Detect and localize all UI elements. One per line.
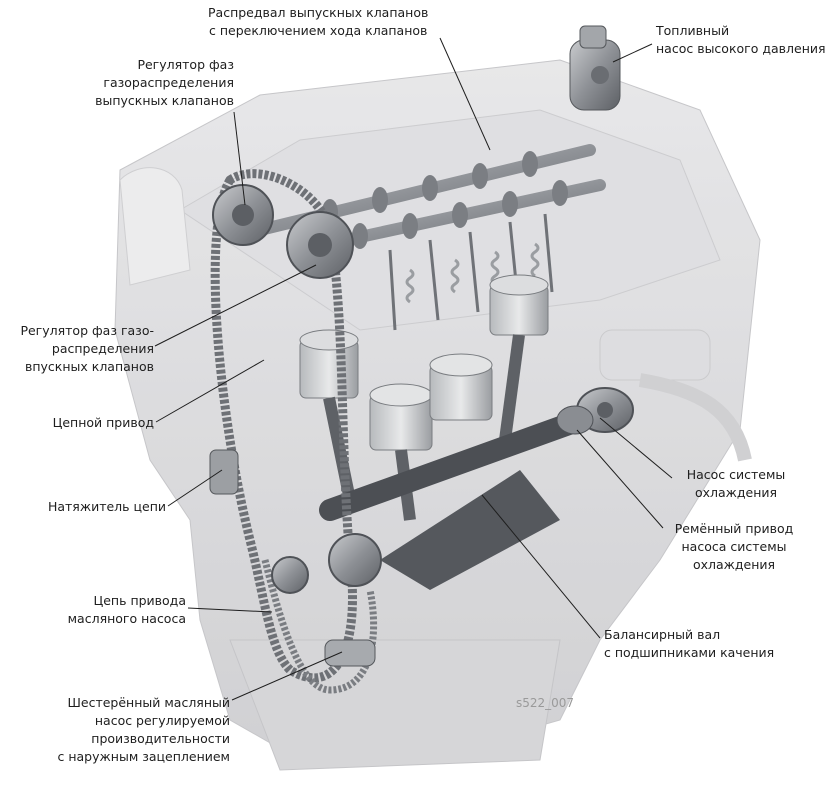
- cam-phasers: [212, 184, 354, 279]
- label-chain-drive: Цепной привод: [4, 414, 154, 432]
- label-line: Ремённый привод: [674, 521, 794, 536]
- label-intake-phaser: Регулятор фаз газо- распределения впускн…: [4, 322, 154, 376]
- label-line: Балансирный вал: [604, 627, 721, 642]
- label-line: газораспределения: [103, 75, 234, 90]
- label-line: Натяжитель цепи: [47, 499, 166, 514]
- label-line: Шестерённый масляный: [67, 695, 230, 710]
- label-belt-drive: Ремённый привод насоса системы охлаждени…: [664, 520, 804, 574]
- label-line: Насос системы: [686, 467, 786, 482]
- label-line: охлаждения: [694, 485, 778, 500]
- label-line: выпускных клапанов: [95, 93, 234, 108]
- leader-line-exhaust-phaser: [233, 111, 246, 206]
- leader-line-balance-shaft: [481, 494, 601, 639]
- leader-line-oil-pump-chain: [187, 607, 273, 613]
- label-exhaust-camshaft: Распредвал выпускных клапанов с переключ…: [208, 4, 428, 40]
- leader-line-exhaust-camshaft: [439, 37, 491, 151]
- fuel-pump-body: [569, 25, 621, 111]
- leader-line-belt-drive: [576, 429, 664, 529]
- label-line: Регулятор фаз: [137, 57, 234, 72]
- label-line: масляного насоса: [67, 611, 186, 626]
- label-line: насоса системы: [681, 539, 787, 554]
- label-line: с подшипниками качения: [604, 645, 775, 660]
- label-line: Регулятор фаз газо-: [20, 323, 154, 338]
- label-line: с переключением хода клапанов: [208, 23, 428, 38]
- label-chain-tensioner: Натяжитель цепи: [4, 498, 166, 516]
- label-coolant-pump: Насос системы охлаждения: [672, 466, 800, 502]
- leader-line-intake-phaser: [154, 264, 317, 347]
- label-line: насос регулируемой: [94, 713, 230, 728]
- valve-train: [388, 213, 554, 331]
- label-line: охлаждения: [692, 557, 776, 572]
- tensioner-body: [209, 449, 239, 495]
- label-line: Распредвал выпускных клапанов: [208, 5, 429, 20]
- label-balance-shaft: Балансирный вал с подшипниками качения: [604, 626, 774, 662]
- label-line: распределения: [51, 341, 154, 356]
- label-fuel-pump: Топливный насос высокого давления: [656, 22, 826, 58]
- label-line: с наружным зацеплением: [57, 749, 231, 764]
- label-line: Топливный: [656, 23, 730, 38]
- label-line: Цепь привода: [93, 593, 186, 608]
- label-line: производительности: [91, 731, 230, 746]
- label-line: насос высокого давления: [656, 41, 826, 56]
- leader-line-chain-tensioner: [167, 469, 223, 507]
- label-oil-pump-chain: Цепь привода масляного насоса: [24, 592, 186, 628]
- coolant-pump-body: [556, 387, 634, 435]
- label-exhaust-phaser: Регулятор фаз газораспределения выпускны…: [70, 56, 234, 110]
- leader-line-oil-pump: [231, 651, 343, 701]
- figure-code: s522_007: [516, 696, 575, 710]
- pistons: [299, 274, 549, 451]
- label-line: впускных клапанов: [25, 359, 154, 374]
- lower-sprockets: [271, 533, 382, 667]
- label-line: Цепной привод: [52, 415, 154, 430]
- leader-lines: [154, 37, 673, 701]
- leader-line-coolant-pump: [599, 417, 673, 479]
- leader-line-chain-drive: [155, 359, 265, 423]
- label-oil-pump: Шестерённый масляный насос регулируемой …: [10, 694, 231, 766]
- leader-line-fuel-pump: [612, 43, 653, 63]
